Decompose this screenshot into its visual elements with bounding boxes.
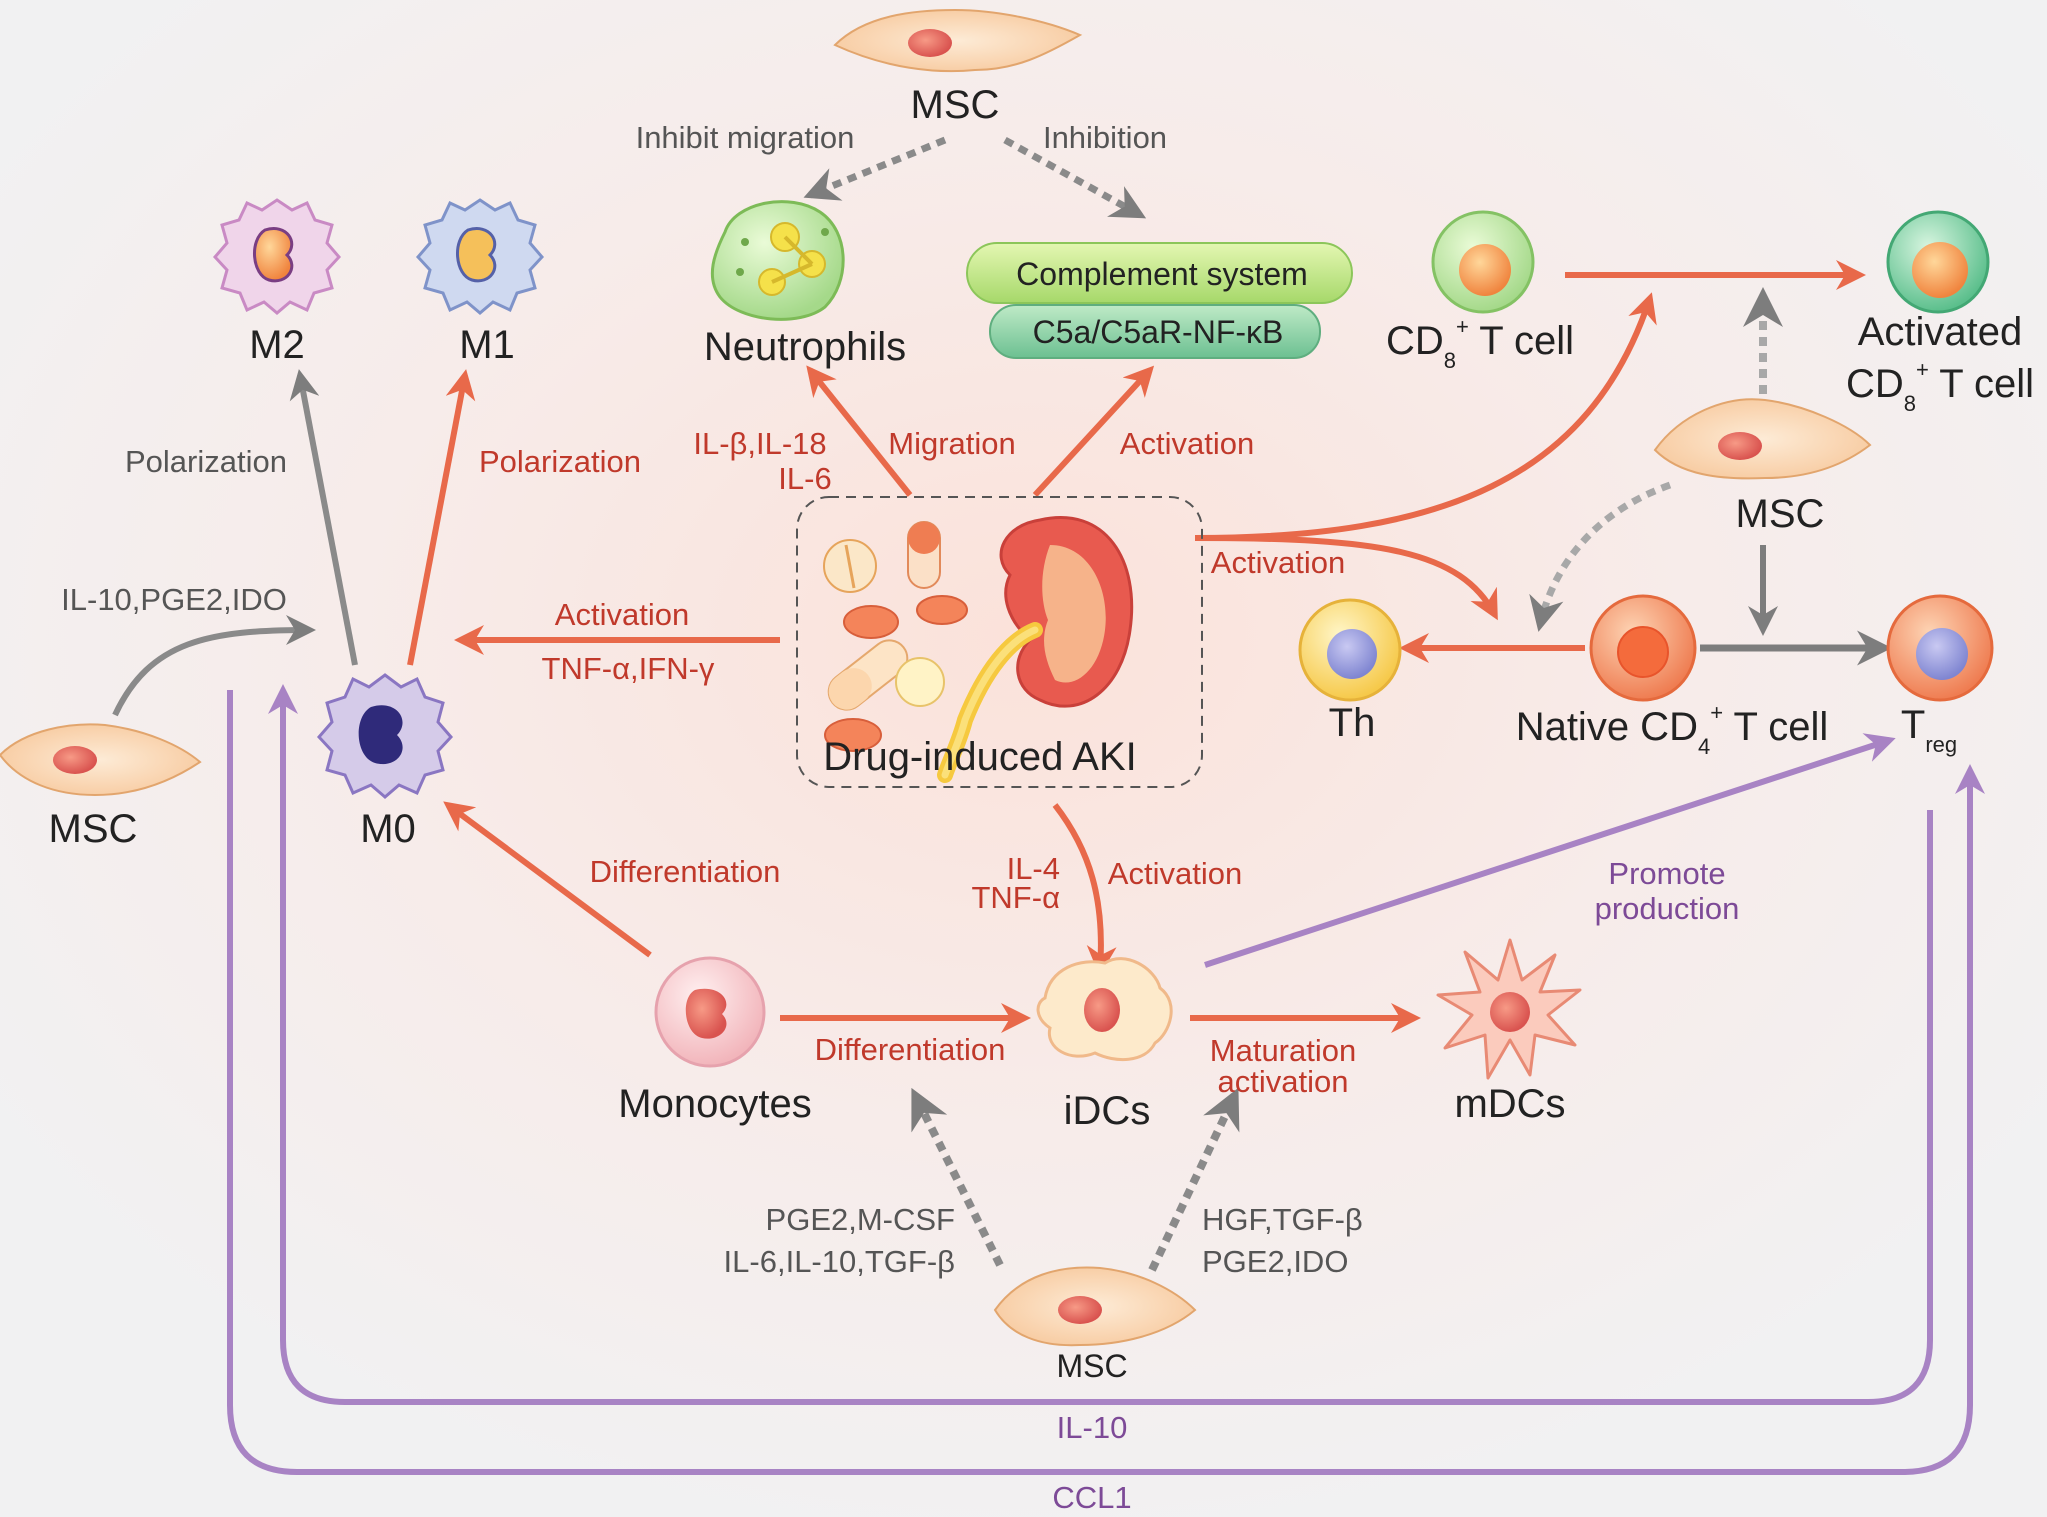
- th-cell-icon: [1298, 598, 1402, 702]
- complement-system-pill: [966, 242, 1353, 304]
- c5a-pathway-pill: [989, 304, 1321, 359]
- complement-system-label: Complement system: [1016, 256, 1308, 292]
- arrow-idcs-to-treg: [1204, 733, 1896, 968]
- m0-macrophage-icon: [316, 673, 454, 799]
- native-cd4-t-cell-icon: [1589, 594, 1697, 702]
- maturation-line1-label: Maturation: [1210, 1033, 1356, 1068]
- node-labels: MSC M2 M1 Neutrophils Complement system …: [49, 83, 2035, 1384]
- msc-bottom-label: MSC: [1056, 1348, 1127, 1384]
- arrow-m0-to-m2: [289, 369, 358, 666]
- arrow-monocytes-to-m0: [443, 801, 652, 958]
- tablet-icon: [824, 718, 882, 752]
- mdc-cell-icon: [1436, 938, 1582, 1080]
- pge2-ido-label: PGE2,IDO: [1202, 1244, 1348, 1279]
- il10-pge2-ido-label: IL-10,PGE2,IDO: [61, 582, 287, 617]
- msc-bottom-cell-icon: [993, 1266, 1197, 1347]
- treg-label: Treg: [1901, 703, 1957, 757]
- activation-idc-label: Activation: [1108, 856, 1242, 891]
- cd8-t-cell-label: CD8+ T cell: [1386, 314, 1574, 373]
- activated-cd8-t-cell-icon: [1886, 210, 1990, 314]
- migration-label: Migration: [888, 426, 1016, 461]
- idc-cell-icon: [1036, 957, 1173, 1062]
- th-label: Th: [1329, 701, 1376, 745]
- arrow-msc-to-complement: [1003, 136, 1147, 219]
- msc-left-label: MSC: [49, 807, 138, 851]
- m0-label: M0: [360, 807, 416, 851]
- msc-right-cell-icon: [1653, 398, 1872, 480]
- inhibit-migration-label: Inhibit migration: [636, 120, 855, 155]
- activation-tcell-label: Activation: [1211, 545, 1345, 580]
- mdcs-label: mDCs: [1454, 1082, 1565, 1126]
- arrow-msc-bottom-to-maturation: [1148, 1087, 1240, 1272]
- il6-label: IL-6: [778, 461, 831, 496]
- m1-macrophage-icon: [415, 198, 545, 315]
- arrow-labels: Inhibit migration Inhibition Polarizatio…: [61, 120, 1739, 1515]
- msc-left-cell-icon: [0, 723, 202, 797]
- promote-line2-label: production: [1595, 891, 1740, 926]
- differentiation-m0-label: Differentiation: [590, 854, 781, 889]
- pge2-mcsf-label: PGE2,M-CSF: [766, 1202, 955, 1237]
- c5a-pathway-label: C5a/C5aR-NF-κB: [1033, 314, 1284, 350]
- arrow-msc-left-to-m0: [112, 615, 316, 717]
- arrow-aki-to-cd8: [1194, 292, 1657, 541]
- msc-top-label: MSC: [911, 83, 1000, 127]
- monocytes-label: Monocytes: [618, 1082, 811, 1126]
- il-beta-il18-label: IL-β,IL-18: [693, 426, 826, 461]
- activation-m0-label: Activation: [555, 597, 689, 632]
- arrow-loop-il10: [268, 684, 1933, 1405]
- il10-loop-label: IL-10: [1057, 1410, 1128, 1445]
- tnf-alpha-label: TNF-α: [971, 880, 1060, 915]
- maturation-line2-label: activation: [1218, 1064, 1349, 1099]
- activated-cd8-line1: Activated: [1858, 310, 2023, 354]
- cd8-t-cell-icon: [1431, 210, 1535, 314]
- activated-cd8-line2: CD8+ T cell: [1846, 357, 2034, 416]
- hgf-tgf-label: HGF,TGF-β: [1202, 1202, 1363, 1237]
- ccl1-loop-label: CCL1: [1052, 1480, 1131, 1515]
- tablet-icon: [916, 595, 968, 625]
- m2-label: M2: [249, 323, 305, 367]
- promote-line1-label: Promote: [1608, 856, 1725, 891]
- idcs-label: iDCs: [1064, 1089, 1151, 1133]
- neutrophil-icon: [710, 200, 845, 321]
- drug-induced-aki-label: Drug-induced AKI: [823, 735, 1137, 779]
- monocyte-icon: [654, 956, 766, 1068]
- capsule-icon: [827, 639, 909, 711]
- arrow-loop-ccl1: [227, 690, 1985, 1475]
- m1-label: M1: [459, 323, 515, 367]
- treg-cell-icon: [1886, 594, 1994, 702]
- arrow-aki-to-complement: [1032, 365, 1155, 498]
- arrow-m0-to-m1: [407, 369, 476, 666]
- msc-top-cell-icon: [833, 8, 1083, 73]
- arrow-msc-to-neutrophils: [803, 136, 947, 201]
- m2-macrophage-icon: [212, 198, 342, 315]
- il4-label: IL-4: [1007, 851, 1060, 886]
- pill-icon: [895, 657, 945, 707]
- arrow-aki-to-idcs: [1052, 803, 1117, 976]
- arrow-aki-to-neutrophils: [806, 365, 913, 497]
- inhibition-label: Inhibition: [1043, 120, 1167, 155]
- neutrophils-label: Neutrophils: [704, 325, 906, 369]
- native-cd4-label: Native CD4+ T cell: [1516, 700, 1829, 759]
- kidney-icon: [937, 516, 1134, 783]
- arrows: [112, 136, 1985, 1475]
- arrow-msc-right-to-native: [1529, 481, 1672, 632]
- msc-right-label: MSC: [1736, 492, 1825, 536]
- il6-il10-tgf-label: IL-6,IL-10,TGF-β: [724, 1244, 955, 1279]
- tablet-icon: [843, 605, 899, 639]
- tnf-ifn-label: TNF-α,IFN-γ: [542, 651, 715, 686]
- arrow-aki-to-native-cd4: [1194, 535, 1498, 621]
- polarization-m1-label: Polarization: [479, 444, 641, 479]
- drug-induced-aki-box: [796, 496, 1203, 788]
- polarization-m2-label: Polarization: [125, 444, 287, 479]
- differentiation-idc-label: Differentiation: [815, 1032, 1006, 1067]
- activation-complement-label: Activation: [1120, 426, 1254, 461]
